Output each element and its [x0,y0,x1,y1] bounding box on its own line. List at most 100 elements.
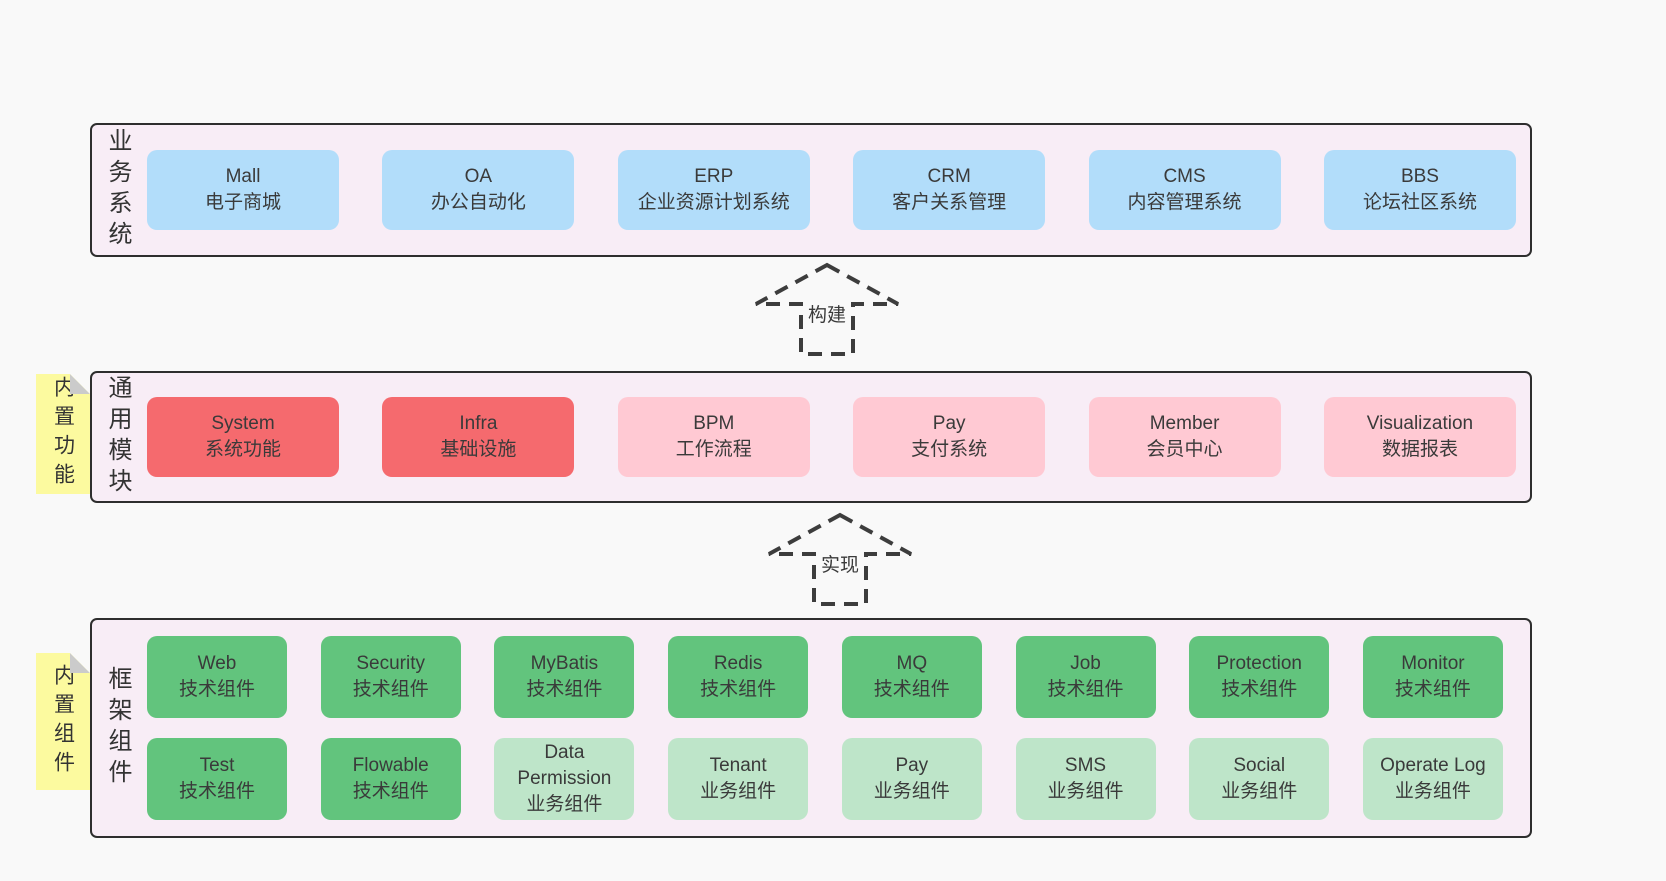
box-subtitle: 办公自动化 [430,192,526,213]
box-flowable: Flowable 技术组件 [320,738,461,820]
box-subtitle: 技术组件 [1394,679,1471,700]
box-subtitle: 内容管理系统 [1127,192,1242,213]
box-visualization: Visualization 数据报表 [1323,397,1516,477]
box-mall: Mall 电子商城 [147,150,339,230]
sticky-note-built-in-functions: 内置功能 [36,374,90,494]
section-business-systems: 业务系统 Mall 电子商城 OA 办公自动化 ERP 企业资源计划系统 CRM… [90,123,1532,257]
box-subtitle: 技术组件 [700,679,777,700]
box-title: Monitor [1401,653,1465,674]
box-title: Protection [1216,653,1302,674]
box-title: Data Permission [517,742,612,789]
box-redis: Redis 技术组件 [668,636,809,718]
box-title: Social [1233,755,1286,776]
box-title: MyBatis [530,653,599,674]
sticky-label: 内置功能 [51,376,75,492]
box-sms: SMS 业务组件 [1015,738,1156,820]
box-title: SMS [1064,755,1107,776]
box-erp: ERP 企业资源计划系统 [617,150,810,230]
box-bpm: BPM 工作流程 [617,397,810,477]
arrow-implement-label: 实现 [815,549,865,578]
box-oa: OA 办公自动化 [382,150,575,230]
box-subtitle: 工作流程 [675,439,752,460]
box-pay: Pay 支付系统 [853,397,1046,477]
box-subtitle: 技术组件 [1047,679,1124,700]
box-title: Security [356,653,426,674]
section-common-modules: 通用模块 System 系统功能 Infra 基础设施 BPM 工作流程 Pay… [90,371,1532,503]
box-subtitle: 技术组件 [873,679,950,700]
box-title: Pay [932,413,966,434]
box-title: Redis [713,653,763,674]
box-subtitle: 业务组件 [700,781,777,802]
box-subtitle: 业务组件 [1221,781,1298,802]
box-job: Job 技术组件 [1015,636,1156,718]
box-title: BBS [1400,166,1439,187]
box-subtitle: 系统功能 [204,439,281,460]
box-subtitle: 论坛社区系统 [1362,192,1477,213]
arrow-implement: 实现 [765,511,915,607]
arrow-build-label: 构建 [802,299,852,328]
box-title: Tenant [709,755,767,776]
box-security: Security 技术组件 [320,636,461,718]
box-test: Test 技术组件 [147,738,287,820]
box-bbs: BBS 论坛社区系统 [1323,150,1516,230]
box-operate-log: Operate Log 业务组件 [1362,738,1503,820]
box-title: MQ [896,653,928,674]
box-title: Infra [459,413,498,434]
box-tenant: Tenant 业务组件 [668,738,809,820]
box-subtitle: 技术组件 [178,781,255,802]
box-title: OA [464,166,493,187]
box-title: Visualization [1366,413,1474,434]
box-subtitle: 技术组件 [526,679,603,700]
box-subtitle: 业务组件 [873,781,950,802]
box-title: ERP [694,166,734,187]
box-subtitle: 业务组件 [1047,781,1124,802]
box-title: System [211,413,275,434]
box-title: CRM [927,166,971,187]
section-business-label: 业务系统 [104,128,131,252]
box-subtitle: 技术组件 [352,781,429,802]
box-subtitle: 客户关系管理 [892,192,1007,213]
box-cms: CMS 内容管理系统 [1088,150,1281,230]
box-subtitle: 技术组件 [178,679,255,700]
framework-row-1: Web 技术组件 Security 技术组件 MyBatis 技术组件 Redi… [147,636,1503,718]
box-subtitle: 数据报表 [1381,439,1458,460]
box-mybatis: MyBatis 技术组件 [494,636,635,718]
box-member: Member 会员中心 [1088,397,1281,477]
box-subtitle: 企业资源计划系统 [637,192,790,213]
box-title: Job [1070,653,1101,674]
box-title: Operate Log [1380,755,1486,776]
sticky-fold-icon [70,653,90,673]
box-web: Web 技术组件 [147,636,287,718]
box-crm: CRM 客户关系管理 [853,150,1046,230]
box-subtitle: 会员中心 [1146,439,1223,460]
box-subtitle: 支付系统 [911,439,988,460]
box-title: Flowable [352,755,429,776]
box-subtitle: 业务组件 [1394,781,1471,802]
box-title: Pay [895,755,929,776]
box-social: Social 业务组件 [1189,738,1330,820]
box-subtitle: 基础设施 [440,439,517,460]
box-title: Test [199,755,235,776]
sticky-label: 内置组件 [51,663,75,780]
section-framework-label: 框架组件 [104,666,131,790]
arrow-build: 构建 [752,261,902,357]
box-monitor: Monitor 技术组件 [1362,636,1503,718]
box-title: Mall [225,166,261,187]
box-protection: Protection 技术组件 [1189,636,1330,718]
box-title: Member [1149,413,1220,434]
section-framework-components: 框架组件 Web 技术组件 Security 技术组件 MyBatis 技术组件… [90,618,1532,838]
box-subtitle: 业务组件 [526,794,603,815]
box-mq: MQ 技术组件 [841,636,982,718]
box-pay-component: Pay 业务组件 [841,738,982,820]
framework-row-2: Test 技术组件 Flowable 技术组件 Data Permission … [147,738,1503,820]
box-system: System 系统功能 [147,397,339,477]
box-subtitle: 技术组件 [1221,679,1298,700]
box-title: BPM [693,413,735,434]
box-title: Web [197,653,237,674]
box-infra: Infra 基础设施 [382,397,575,477]
box-title: CMS [1163,166,1206,187]
box-subtitle: 电子商城 [204,192,281,213]
box-subtitle: 技术组件 [352,679,429,700]
box-data-permission: Data Permission 业务组件 [494,738,635,820]
section-modules-label: 通用模块 [104,375,131,499]
